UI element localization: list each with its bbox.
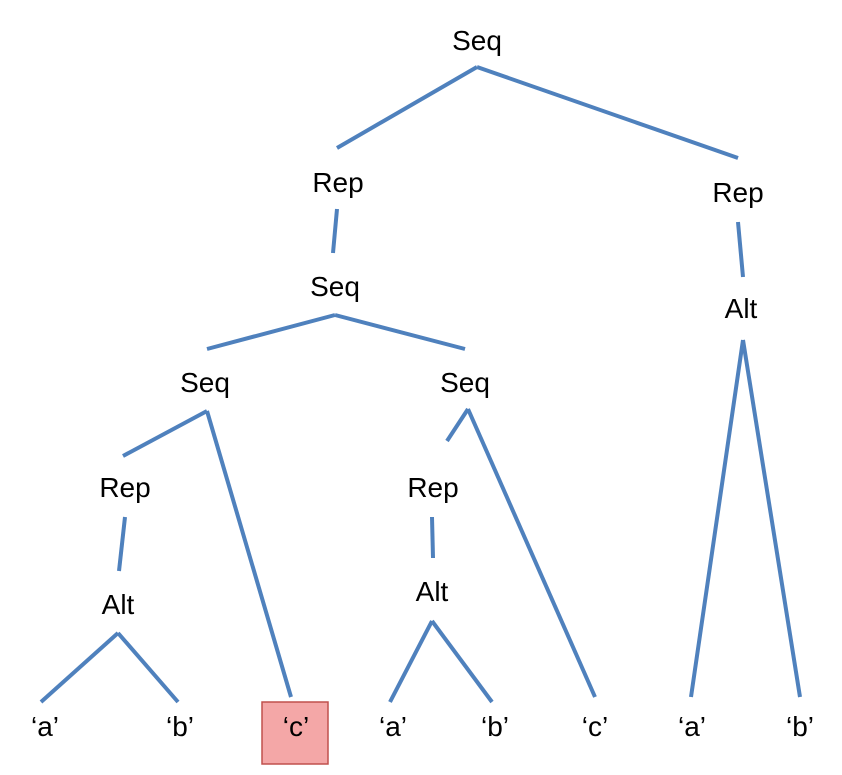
node-label-n14: ‘a’ <box>379 711 407 742</box>
node-label-n1: Rep <box>312 167 363 198</box>
edge-n3-n6 <box>334 313 466 351</box>
edge-n8-n10 <box>430 516 435 559</box>
edge-n4-n18 <box>741 339 802 698</box>
node-label-n2: Rep <box>712 177 763 208</box>
node-label-n17: ‘a’ <box>678 711 706 742</box>
edge-n4-n17 <box>689 339 745 698</box>
edge-n1-n3 <box>331 208 339 254</box>
edge-n9-n12 <box>116 631 180 704</box>
node-label-n10: Alt <box>416 576 449 607</box>
edge-n6-n8 <box>445 407 470 443</box>
node-label-n3: Seq <box>310 271 360 302</box>
edge-n10-n14 <box>388 620 434 703</box>
node-label-n0: Seq <box>452 25 502 56</box>
edge-n0-n1 <box>335 65 479 150</box>
node-label-n15: ‘b’ <box>481 711 509 742</box>
node-label-n7: Rep <box>99 472 150 503</box>
node-label-n8: Rep <box>407 472 458 503</box>
node-label-n16: ‘c’ <box>582 711 608 742</box>
edge-n3-n5 <box>206 313 336 351</box>
node-label-n18: ‘b’ <box>786 711 814 742</box>
edge-n9-n11 <box>39 631 120 704</box>
edge-n5-n7 <box>122 409 208 458</box>
node-label-n11: ‘a’ <box>31 711 59 742</box>
node-label-n9: Alt <box>102 589 135 620</box>
edge-n5-n13 <box>205 410 293 698</box>
edges-layer <box>39 65 802 704</box>
highlight-layer <box>261 701 329 765</box>
highlight-box <box>261 701 329 765</box>
edge-n10-n15 <box>430 619 494 704</box>
edge-n6-n16 <box>466 408 597 698</box>
node-label-n13: ‘c’ <box>283 711 309 742</box>
node-label-n5: Seq <box>180 367 230 398</box>
node-label-n12: ‘b’ <box>166 711 194 742</box>
node-label-n4: Alt <box>725 293 758 324</box>
edge-n7-n9 <box>117 516 127 572</box>
edge-n2-n4 <box>736 221 745 278</box>
node-label-n6: Seq <box>440 367 490 398</box>
edge-n0-n2 <box>476 65 739 160</box>
